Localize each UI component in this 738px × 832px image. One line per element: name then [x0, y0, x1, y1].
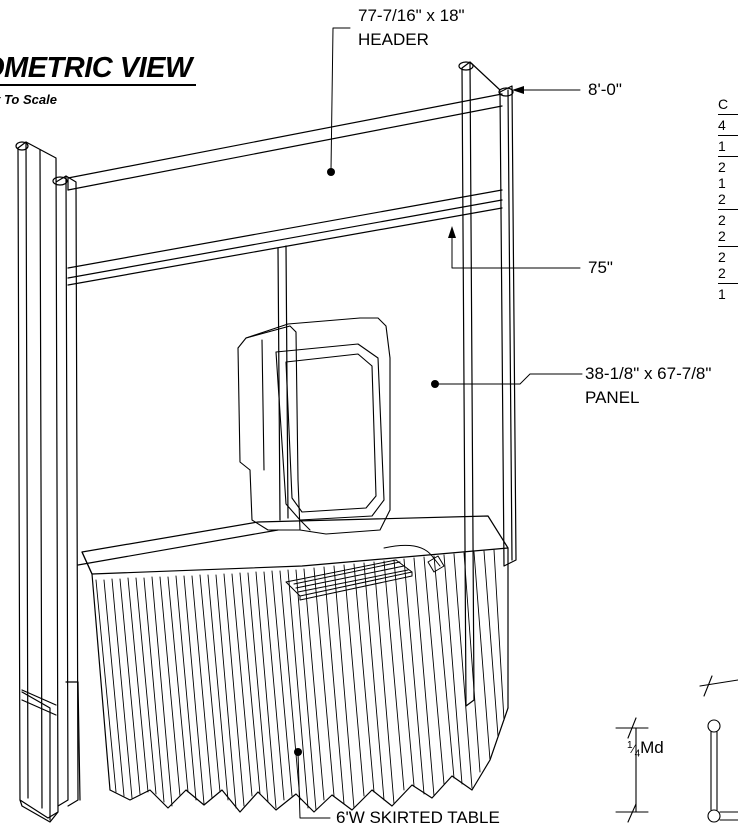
table-rule	[718, 156, 738, 157]
height-total-label: 8'-0"	[588, 80, 622, 99]
detail-dimension-label: 1⁄4Md	[627, 738, 664, 760]
parts-row: 4	[718, 117, 726, 133]
panel-name-label: PANEL	[585, 388, 640, 407]
table-rule	[718, 209, 738, 210]
keyboard	[285, 544, 445, 601]
connector-detail	[615, 675, 738, 823]
view-title: OMETRIC VIEW	[0, 52, 196, 86]
parts-row: C	[718, 96, 729, 112]
arrow-height-frame	[448, 226, 456, 238]
parts-row: 2	[718, 265, 726, 281]
parts-row: 2	[718, 212, 726, 228]
panel-dot	[431, 380, 439, 388]
parts-row: 1	[718, 286, 726, 302]
parts-row: 2	[718, 191, 726, 207]
fraction-denominator: 4	[634, 748, 641, 760]
parts-row: 2	[718, 159, 726, 175]
header-size-label: 77-7/16" x 18"	[358, 6, 465, 25]
parts-row: 2	[718, 249, 726, 265]
left-upright	[52, 175, 81, 807]
right-post	[458, 61, 517, 707]
table-rule	[718, 283, 738, 284]
view-subtitle: t To Scale	[0, 92, 57, 107]
table-dot	[294, 748, 302, 756]
fraction-numerator: 1	[627, 740, 633, 751]
monitor	[237, 317, 391, 535]
arrow-height-total	[512, 86, 524, 94]
table-rule	[718, 114, 738, 115]
parts-table: C 4 1 2 1 2 2 2 2 2 1	[718, 96, 738, 302]
table-rule	[718, 246, 738, 247]
left-side-panel	[15, 141, 59, 823]
parts-row: 1	[718, 138, 726, 154]
header-dot	[327, 168, 335, 176]
panel-size-label: 38-1/8" x 67-7/8"	[585, 364, 712, 383]
leader-lines	[297, 27, 583, 819]
header-name-label: HEADER	[358, 30, 429, 49]
height-frame-label: 75"	[588, 258, 613, 277]
fraction-suffix: Md	[640, 738, 664, 757]
skirted-table	[81, 515, 509, 813]
table-rule	[718, 135, 738, 136]
parts-row: 1	[718, 175, 726, 191]
parts-row: 2	[718, 228, 726, 244]
header-panel	[67, 93, 503, 286]
table-label: 6'W SKIRTED TABLE	[336, 808, 500, 827]
